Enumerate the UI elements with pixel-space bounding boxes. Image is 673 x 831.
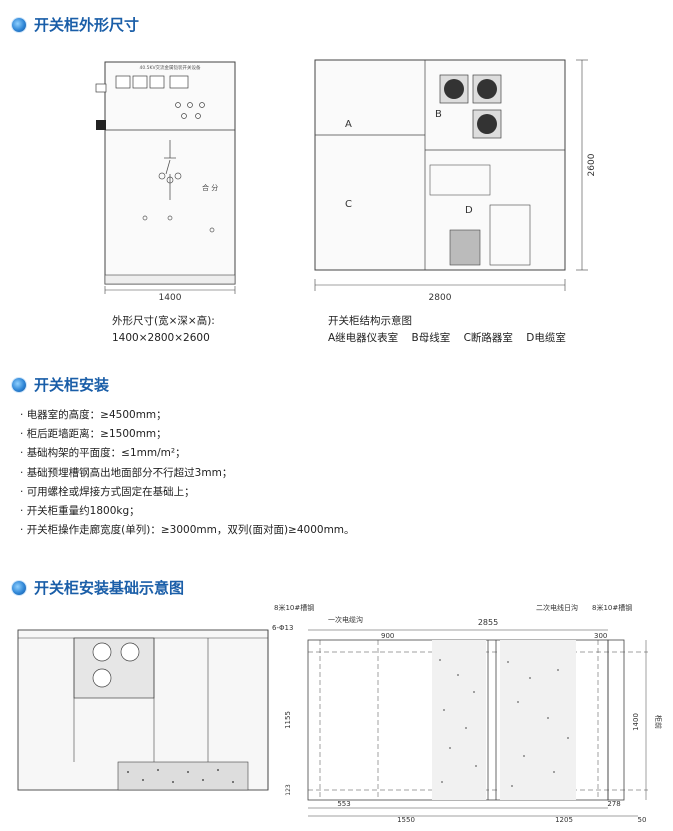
blue-dot-icon (12, 17, 26, 32)
structure-caption: 开关柜结构示意图 A继电器仪表室 B母线室 C断路器室 D电缆室 (328, 313, 566, 347)
channel-left-label: 8米10#槽钢 (274, 603, 314, 612)
section-title-install: 开关柜安装 (12, 374, 109, 395)
dim-123: 123 (285, 784, 292, 796)
dim-1400: 1400 (632, 713, 640, 731)
list-item: 基础预埋槽钢高出地面部分不行超过3mm； (20, 464, 355, 483)
section-view-drawing: A B C D 2800 2600 (314, 59, 597, 303)
top-panel (104, 61, 236, 131)
list-item: 开关柜重量约1800kg； (20, 502, 355, 521)
outline-caption-line2: 1400×2800×2600 (112, 332, 210, 344)
section-title-foundation: 开关柜安装基础示意图 (12, 577, 184, 598)
list-item: 电器室的高度：≥4500mm； (20, 406, 355, 425)
dim-553: 553 (337, 800, 350, 808)
blue-dot-icon (12, 580, 26, 595)
section-title-text: 开关柜安装基础示意图 (34, 579, 185, 597)
list-item: 开关柜操作走廊宽度(单列)：≥3000mm，双列(面对面)≥4000mm。 (20, 521, 355, 540)
list-item: 基础构架的平面度：≤1mm/m²； (20, 444, 355, 463)
dim-1155: 1155 (284, 711, 292, 729)
outline-caption-line1: 外形尺寸(宽×深×高): (112, 315, 215, 327)
channel-right-label: 8米10#槽钢 (592, 603, 632, 612)
section-title-text: 开关柜安装 (34, 376, 110, 394)
panel-nameplate: 40.5KV交流金属铠装开关设备 (139, 64, 201, 71)
foundation-side-view (17, 629, 269, 791)
front-width-label: 1400 (159, 293, 182, 303)
structure-caption-title: 开关柜结构示意图 (328, 315, 412, 327)
foundation-plan-view: 8米10#槽钢 6-Φ13 一次电缆沟 二次电线日沟 8米10#槽钢 2855 … (272, 603, 663, 824)
dim-300: 300 (594, 632, 607, 640)
room-a-label: A (345, 119, 352, 130)
front-label: 柜前 (654, 715, 663, 729)
cabinet-outline (104, 61, 236, 285)
section-height-label: 2600 (587, 153, 597, 176)
front-view-drawing: 40.5KV交流金属铠装开关设备 合 分 1400 (95, 61, 236, 303)
section-title-dimensions: 开关柜外形尺寸 (12, 14, 139, 35)
dim-278: 278 (607, 800, 620, 808)
switch-label: 合 分 (202, 183, 218, 192)
room-d-label: D (465, 205, 473, 216)
section-title-text: 开关柜外形尺寸 (34, 16, 140, 34)
dim-1205: 1205 (555, 816, 573, 824)
structure-caption-rooms: A继电器仪表室 B母线室 C断路器室 D电缆室 (328, 332, 566, 344)
list-item: 可用螺栓或焊接方式固定在基础上； (20, 483, 355, 502)
room-b-label: B (435, 109, 442, 120)
install-requirements-list: 电器室的高度：≥4500mm； 柜后距墙距离：≥1500mm； 基础构架的平面度… (20, 406, 355, 540)
outline-caption: 外形尺寸(宽×深×高): 1400×2800×2600 (112, 313, 215, 347)
dim-50: 50 (638, 816, 647, 824)
cable-trench-1-label: 一次电缆沟 (328, 615, 363, 624)
section-width-label: 2800 (429, 293, 452, 303)
holes-label: 6-Φ13 (272, 624, 293, 632)
dim-2855: 2855 (478, 618, 498, 627)
list-item: 柜后距墙距离：≥1500mm； (20, 425, 355, 444)
blue-dot-icon (12, 377, 26, 392)
dim-1550: 1550 (397, 816, 415, 824)
dim-900: 900 (381, 632, 394, 640)
cable-trench-2-label: 二次电线日沟 (536, 603, 578, 612)
room-c-label: C (345, 199, 352, 210)
